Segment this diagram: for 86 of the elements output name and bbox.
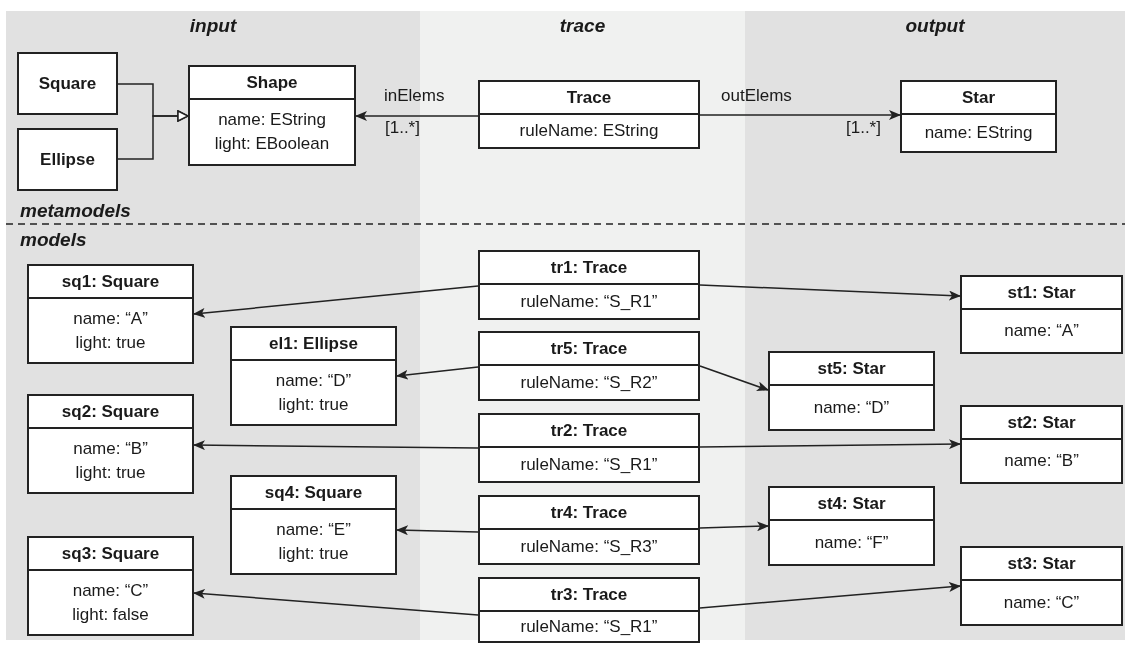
section-label: models [20,229,87,251]
class-name: el1: Ellipse [268,333,359,355]
edge-label: outElems [721,86,792,106]
object-box [478,577,700,643]
object-box [960,405,1123,484]
attribute-text: light: true [75,461,146,484]
arrow [699,439,961,450]
attribute-text: ruleName: “S_R1” [520,616,658,638]
class-name: st1: Star [1006,282,1077,304]
object-box [27,536,194,636]
attribute-text: name: EString [924,122,1033,144]
object-box [478,413,700,483]
class-name: sq4: Square [263,482,364,504]
class-name: tr5: Trace [549,338,629,360]
object-box [230,326,397,426]
class-box [17,128,118,191]
attribute-text: ruleName: “S_R3” [520,535,658,558]
arrow [699,284,961,301]
section-label: metamodels [20,200,131,222]
class-box [900,80,1057,153]
attribute-text: name: “A” [73,307,148,330]
class-name: st3: Star [1006,553,1077,575]
object-box [27,264,194,364]
object-box [478,495,700,565]
class-name: st5: Star [816,358,887,380]
attribute-text: light: true [278,393,349,416]
class-name: Ellipse [39,149,96,171]
object-box [768,486,935,566]
class-name: sq2: Square [60,401,161,423]
column-title: input [188,15,238,37]
attribute-text: light: true [75,331,146,354]
class-name: Star [960,87,997,109]
attribute-text: name: “D” [275,369,352,392]
attribute-text: ruleName: EString [519,120,659,142]
arrow [699,581,961,609]
arrow [193,285,479,318]
attribute-text: name: “F” [814,531,889,554]
class-name: Shape [245,72,299,94]
class-name: sq3: Square [60,543,161,565]
class-name: Trace [565,87,613,109]
attribute-text: light: EBoolean [214,133,330,155]
attribute-text: name: EString [218,109,326,131]
attribute-text: light: true [278,542,349,565]
generalization-arrow [117,110,189,160]
attribute-text: name: “C” [72,579,149,602]
object-box [478,250,700,320]
class-name: sq1: Square [60,271,161,293]
class-name: tr2: Trace [549,420,629,442]
arrow [355,111,479,121]
object-box [960,275,1123,354]
object-box [230,475,397,575]
attribute-text: name: “C” [1003,591,1080,614]
class-name: tr1: Trace [549,257,629,279]
object-box [478,331,700,401]
class-name: Square [37,73,98,95]
attribute-text: name: “B” [73,437,148,460]
attribute-text: name: “B” [1004,450,1079,472]
attribute-text: ruleName: “S_R1” [520,453,658,476]
edge-label: inElems [384,86,445,106]
class-name: tr4: Trace [549,502,629,524]
object-box [960,546,1123,626]
object-box [27,394,194,494]
attribute-text: light: false [72,603,149,626]
class-box [478,80,700,149]
multiplicity-label: [1..*] [385,118,420,138]
attribute-text: name: “E” [276,518,351,541]
arrow [396,366,479,380]
attribute-text: ruleName: “S_R1” [520,290,658,313]
multiplicity-label: [1..*] [846,118,881,138]
class-name: st2: Star [1006,412,1077,434]
class-name: st4: Star [816,493,887,515]
arrow [193,588,479,616]
attribute-text: name: “D” [813,396,890,419]
arrow [699,521,769,532]
class-box [188,65,356,166]
arrow [193,440,479,451]
arrow [396,525,479,536]
attribute-text: name: “A” [1004,320,1079,342]
class-box [17,52,118,115]
object-box [768,351,935,431]
column-title: output [904,15,966,37]
class-name: tr3: Trace [549,584,629,606]
column-title: trace [558,15,607,37]
arrow [699,365,769,392]
arrow [699,110,901,120]
attribute-text: ruleName: “S_R2” [520,371,658,394]
